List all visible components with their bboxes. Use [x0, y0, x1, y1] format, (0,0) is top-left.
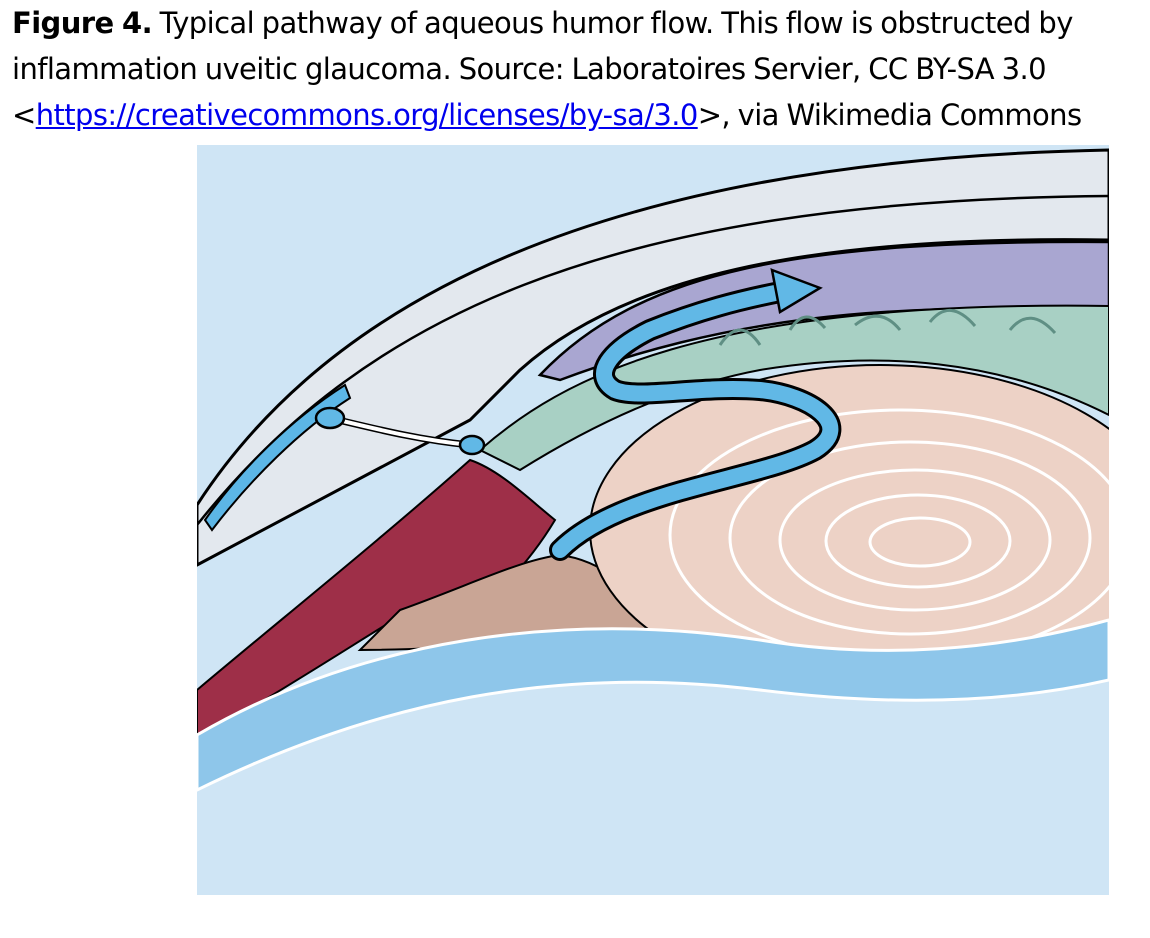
- caption-suffix: >, via Wikimedia Commons: [697, 98, 1082, 132]
- caption-text: Typical pathway of aqueous humor flow. T…: [12, 6, 1073, 132]
- anterior-chamber: [537, 240, 1109, 382]
- figure-caption: Figure 4. Typical pathway of aqueous hum…: [12, 0, 1142, 138]
- retina-band: [197, 618, 1109, 792]
- ciliary-processes: [718, 309, 1057, 346]
- iris-root: [197, 458, 557, 742]
- figure-label: Figure 4.: [12, 6, 153, 40]
- license-link[interactable]: https://creativecommons.org/licenses/by-…: [35, 98, 699, 132]
- flow-arrowhead: [770, 268, 823, 314]
- schlemm-canal: [203, 383, 352, 532]
